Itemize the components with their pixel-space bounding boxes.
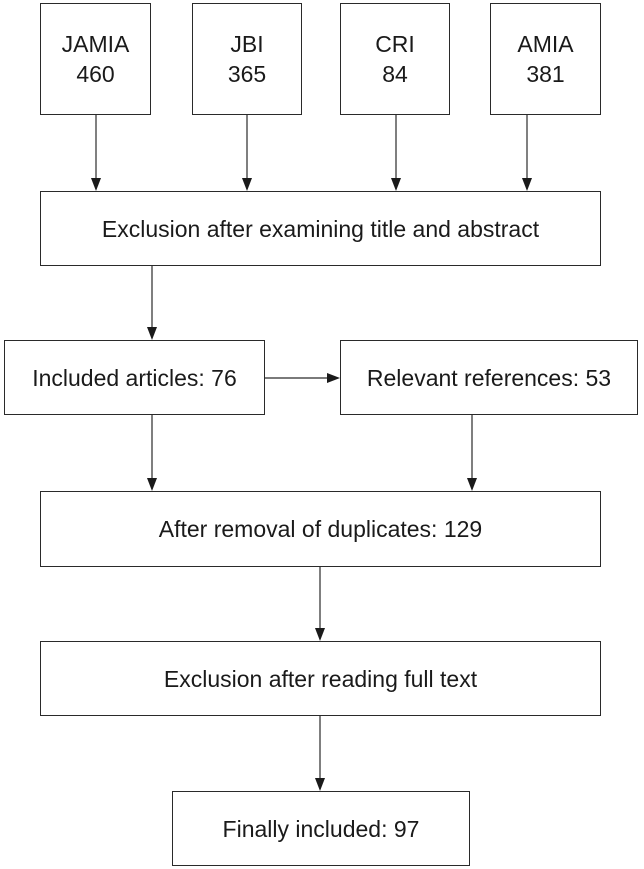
source-name: AMIA bbox=[517, 31, 574, 57]
source-name: JBI bbox=[230, 31, 264, 57]
source-name: CRI bbox=[375, 31, 415, 57]
arrow-fulltext-to-final bbox=[315, 716, 325, 791]
arrow-amia-to-screening bbox=[522, 115, 532, 191]
source-box-jbi: JBI 365 bbox=[192, 3, 302, 115]
relevant-references-label: Relevant references: 53 bbox=[366, 364, 612, 391]
source-count: 365 bbox=[227, 61, 267, 87]
deduplication-label: After removal of duplicates: 129 bbox=[158, 516, 483, 542]
final-included-box: Finally included: 97 bbox=[172, 791, 470, 866]
fulltext-label: Exclusion after reading full text bbox=[163, 665, 478, 692]
source-name: JAMIA bbox=[61, 31, 130, 57]
source-box-cri: CRI 84 bbox=[340, 3, 450, 115]
fulltext-exclusion-box: Exclusion after reading full text bbox=[40, 641, 601, 716]
source-count: 381 bbox=[526, 61, 565, 87]
source-box-jamia: JAMIA 460 bbox=[40, 3, 151, 115]
source-count: 460 bbox=[76, 61, 115, 87]
arrow-dedup-to-fulltext bbox=[315, 567, 325, 641]
arrow-jamia-to-screening bbox=[91, 115, 101, 191]
arrow-references-to-dedup bbox=[467, 415, 477, 491]
arrow-jbi-to-screening bbox=[242, 115, 252, 191]
deduplication-box: After removal of duplicates: 129 bbox=[40, 491, 601, 567]
source-count: 84 bbox=[382, 61, 408, 87]
included-articles-box: Included articles: 76 bbox=[4, 340, 265, 415]
included-articles-label: Included articles: 76 bbox=[32, 364, 237, 391]
relevant-references-box: Relevant references: 53 bbox=[340, 340, 638, 415]
arrow-included-to-references bbox=[265, 373, 340, 383]
final-label: Finally included: 97 bbox=[222, 815, 420, 842]
source-box-amia: AMIA 381 bbox=[490, 3, 601, 115]
screening-exclusion-box: Exclusion after examining title and abst… bbox=[40, 191, 601, 266]
arrow-cri-to-screening bbox=[391, 115, 401, 191]
arrow-included-to-dedup bbox=[147, 415, 157, 491]
arrow-screening-to-included bbox=[147, 266, 157, 340]
screening-label: Exclusion after examining title and abst… bbox=[101, 215, 540, 242]
